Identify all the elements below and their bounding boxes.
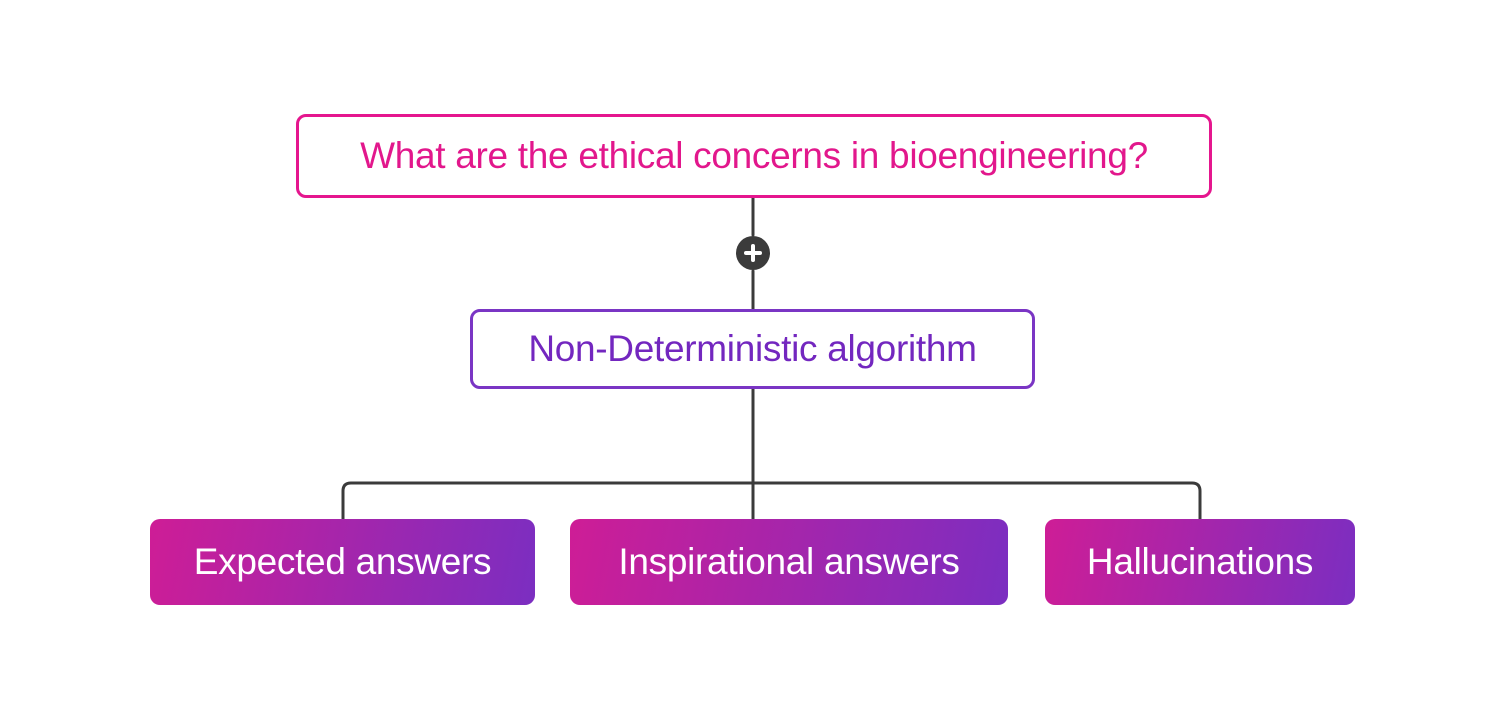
algorithm-node[interactable]: Non-Deterministic algorithm bbox=[470, 309, 1035, 389]
plus-icon bbox=[744, 244, 762, 262]
algorithm-node-label: Non-Deterministic algorithm bbox=[528, 328, 977, 369]
question-node-label: What are the ethical concerns in bioengi… bbox=[360, 135, 1148, 176]
child-node-expected-answers[interactable]: Expected answers bbox=[150, 519, 535, 605]
child-node-label: Inspirational answers bbox=[618, 541, 960, 582]
question-node[interactable]: What are the ethical concerns in bioengi… bbox=[296, 114, 1212, 198]
child-node-label: Expected answers bbox=[193, 541, 492, 582]
expand-collapse-button[interactable] bbox=[736, 236, 770, 270]
connector-branch bbox=[341, 481, 1202, 521]
child-node-inspirational-answers[interactable]: Inspirational answers bbox=[570, 519, 1008, 605]
child-node-hallucinations[interactable]: Hallucinations bbox=[1045, 519, 1355, 605]
child-node-label: Hallucinations bbox=[1086, 541, 1314, 582]
